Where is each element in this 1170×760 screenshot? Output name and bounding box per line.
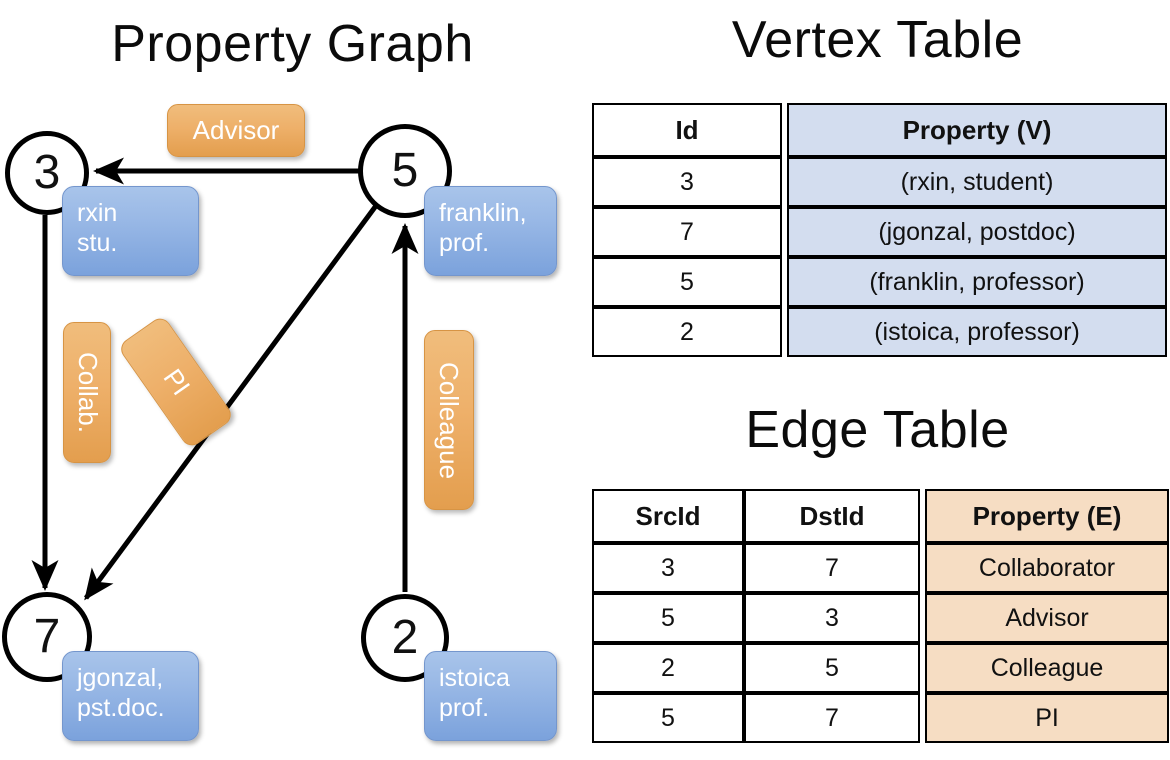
vertex-table-column-gap: [782, 257, 787, 307]
table-row: 3 7 Collaborator: [592, 543, 1169, 593]
vertex-cell-id: 2: [592, 307, 782, 357]
vertex-cell-property: (istoica, professor): [787, 307, 1167, 357]
node-callout-3-line1: rxin: [77, 199, 118, 227]
graph-node-2[interactable]: 2: [361, 594, 449, 682]
node-callout-2: istoica prof.: [424, 651, 557, 741]
node-callout-5-line1: franklin,: [439, 199, 527, 227]
vertex-cell-property: (franklin, professor): [787, 257, 1167, 307]
edge-cell-property: PI: [925, 693, 1169, 743]
table-row: 5 (franklin, professor): [592, 257, 1167, 307]
edge-cell-property: Collaborator: [925, 543, 1169, 593]
edge-label-collab: Collab.: [63, 322, 111, 463]
vertex-table-column-gap: [782, 307, 787, 357]
edge-cell-srcid: 5: [592, 593, 744, 643]
vertex-cell-property: (jgonzal, postdoc): [787, 207, 1167, 257]
edge-table-column-gap: [920, 643, 925, 693]
table-row: 2 5 Colleague: [592, 643, 1169, 693]
page-title-vertex-table: Vertex Table: [731, 11, 1024, 69]
edge-cell-dstid: 7: [744, 543, 920, 593]
edge-table-header-dstid: DstId: [744, 489, 920, 543]
edge-cell-dstid: 5: [744, 643, 920, 693]
vertex-cell-id: 5: [592, 257, 782, 307]
node-callout-7: jgonzal, pst.doc.: [62, 651, 199, 741]
table-row: 5 3 Advisor: [592, 593, 1169, 643]
node-callout-5: franklin, prof.: [424, 186, 557, 276]
edge-cell-srcid: 2: [592, 643, 744, 693]
edge-cell-property: Advisor: [925, 593, 1169, 643]
graph-node-5[interactable]: 5: [358, 124, 452, 218]
edge-table-header-srcid: SrcId: [592, 489, 744, 543]
vertex-cell-id: 7: [592, 207, 782, 257]
edge-cell-dstid: 7: [744, 693, 920, 743]
page-title-property-graph: Property Graph: [111, 15, 474, 73]
edge-table-column-gap: [920, 543, 925, 593]
edge-label-pi-text: PI: [157, 363, 196, 401]
edge-table-column-gap: [920, 489, 925, 543]
edge-table-column-gap: [920, 593, 925, 643]
edge-label-colleague-text: Colleague: [434, 361, 465, 479]
edge-table: SrcId DstId Property (E) 3 7 Collaborato…: [592, 489, 1169, 743]
vertex-table: Id Property (V) 3 (rxin, student) 7 (jgo…: [592, 103, 1167, 357]
node-callout-7-line1: jgonzal,: [77, 664, 164, 692]
vertex-table-header-row: Id Property (V): [592, 103, 1167, 157]
node-callout-2-line1: istoica: [439, 664, 510, 692]
edge-label-advisor-text: Advisor: [192, 115, 280, 145]
table-row: 3 (rxin, student): [592, 157, 1167, 207]
edge-table-header-row: SrcId DstId Property (E): [592, 489, 1169, 543]
graph-edges-layer: [31, 157, 419, 601]
edge-label-colleague: Colleague: [424, 330, 474, 510]
edge-cell-property: Colleague: [925, 643, 1169, 693]
vertex-table-header-id: Id: [592, 103, 782, 157]
vertex-cell-id: 3: [592, 157, 782, 207]
property-graph-diagram: 3 5 7 2 rxin stu. franklin, prof. jgonza…: [2, 104, 557, 741]
table-row: 5 7 PI: [592, 693, 1169, 743]
edge-table-header-property: Property (E): [925, 489, 1169, 543]
table-row: 2 (istoica, professor): [592, 307, 1167, 357]
vertex-cell-property: (rxin, student): [787, 157, 1167, 207]
edge-label-collab-text: Collab.: [72, 352, 103, 433]
vertex-table-column-gap: [782, 103, 787, 157]
node-callout-3: rxin stu.: [62, 186, 199, 276]
page-title-edge-table: Edge Table: [745, 401, 1010, 459]
node-callout-3-line2: stu.: [77, 229, 118, 257]
vertex-table-column-gap: [782, 157, 787, 207]
node-callout-7-line2: pst.doc.: [77, 694, 165, 722]
edge-table-column-gap: [920, 693, 925, 743]
edge-cell-srcid: 5: [592, 693, 744, 743]
edge-cell-srcid: 3: [592, 543, 744, 593]
vertex-table-header-property: Property (V): [787, 103, 1167, 157]
node-callout-5-line2: prof.: [439, 229, 490, 257]
edge-5-to-7: [83, 201, 381, 601]
edge-cell-dstid: 3: [744, 593, 920, 643]
table-row: 7 (jgonzal, postdoc): [592, 207, 1167, 257]
node-callout-2-line2: prof.: [439, 694, 490, 722]
vertex-table-column-gap: [782, 207, 787, 257]
edge-label-advisor: Advisor: [167, 104, 305, 157]
